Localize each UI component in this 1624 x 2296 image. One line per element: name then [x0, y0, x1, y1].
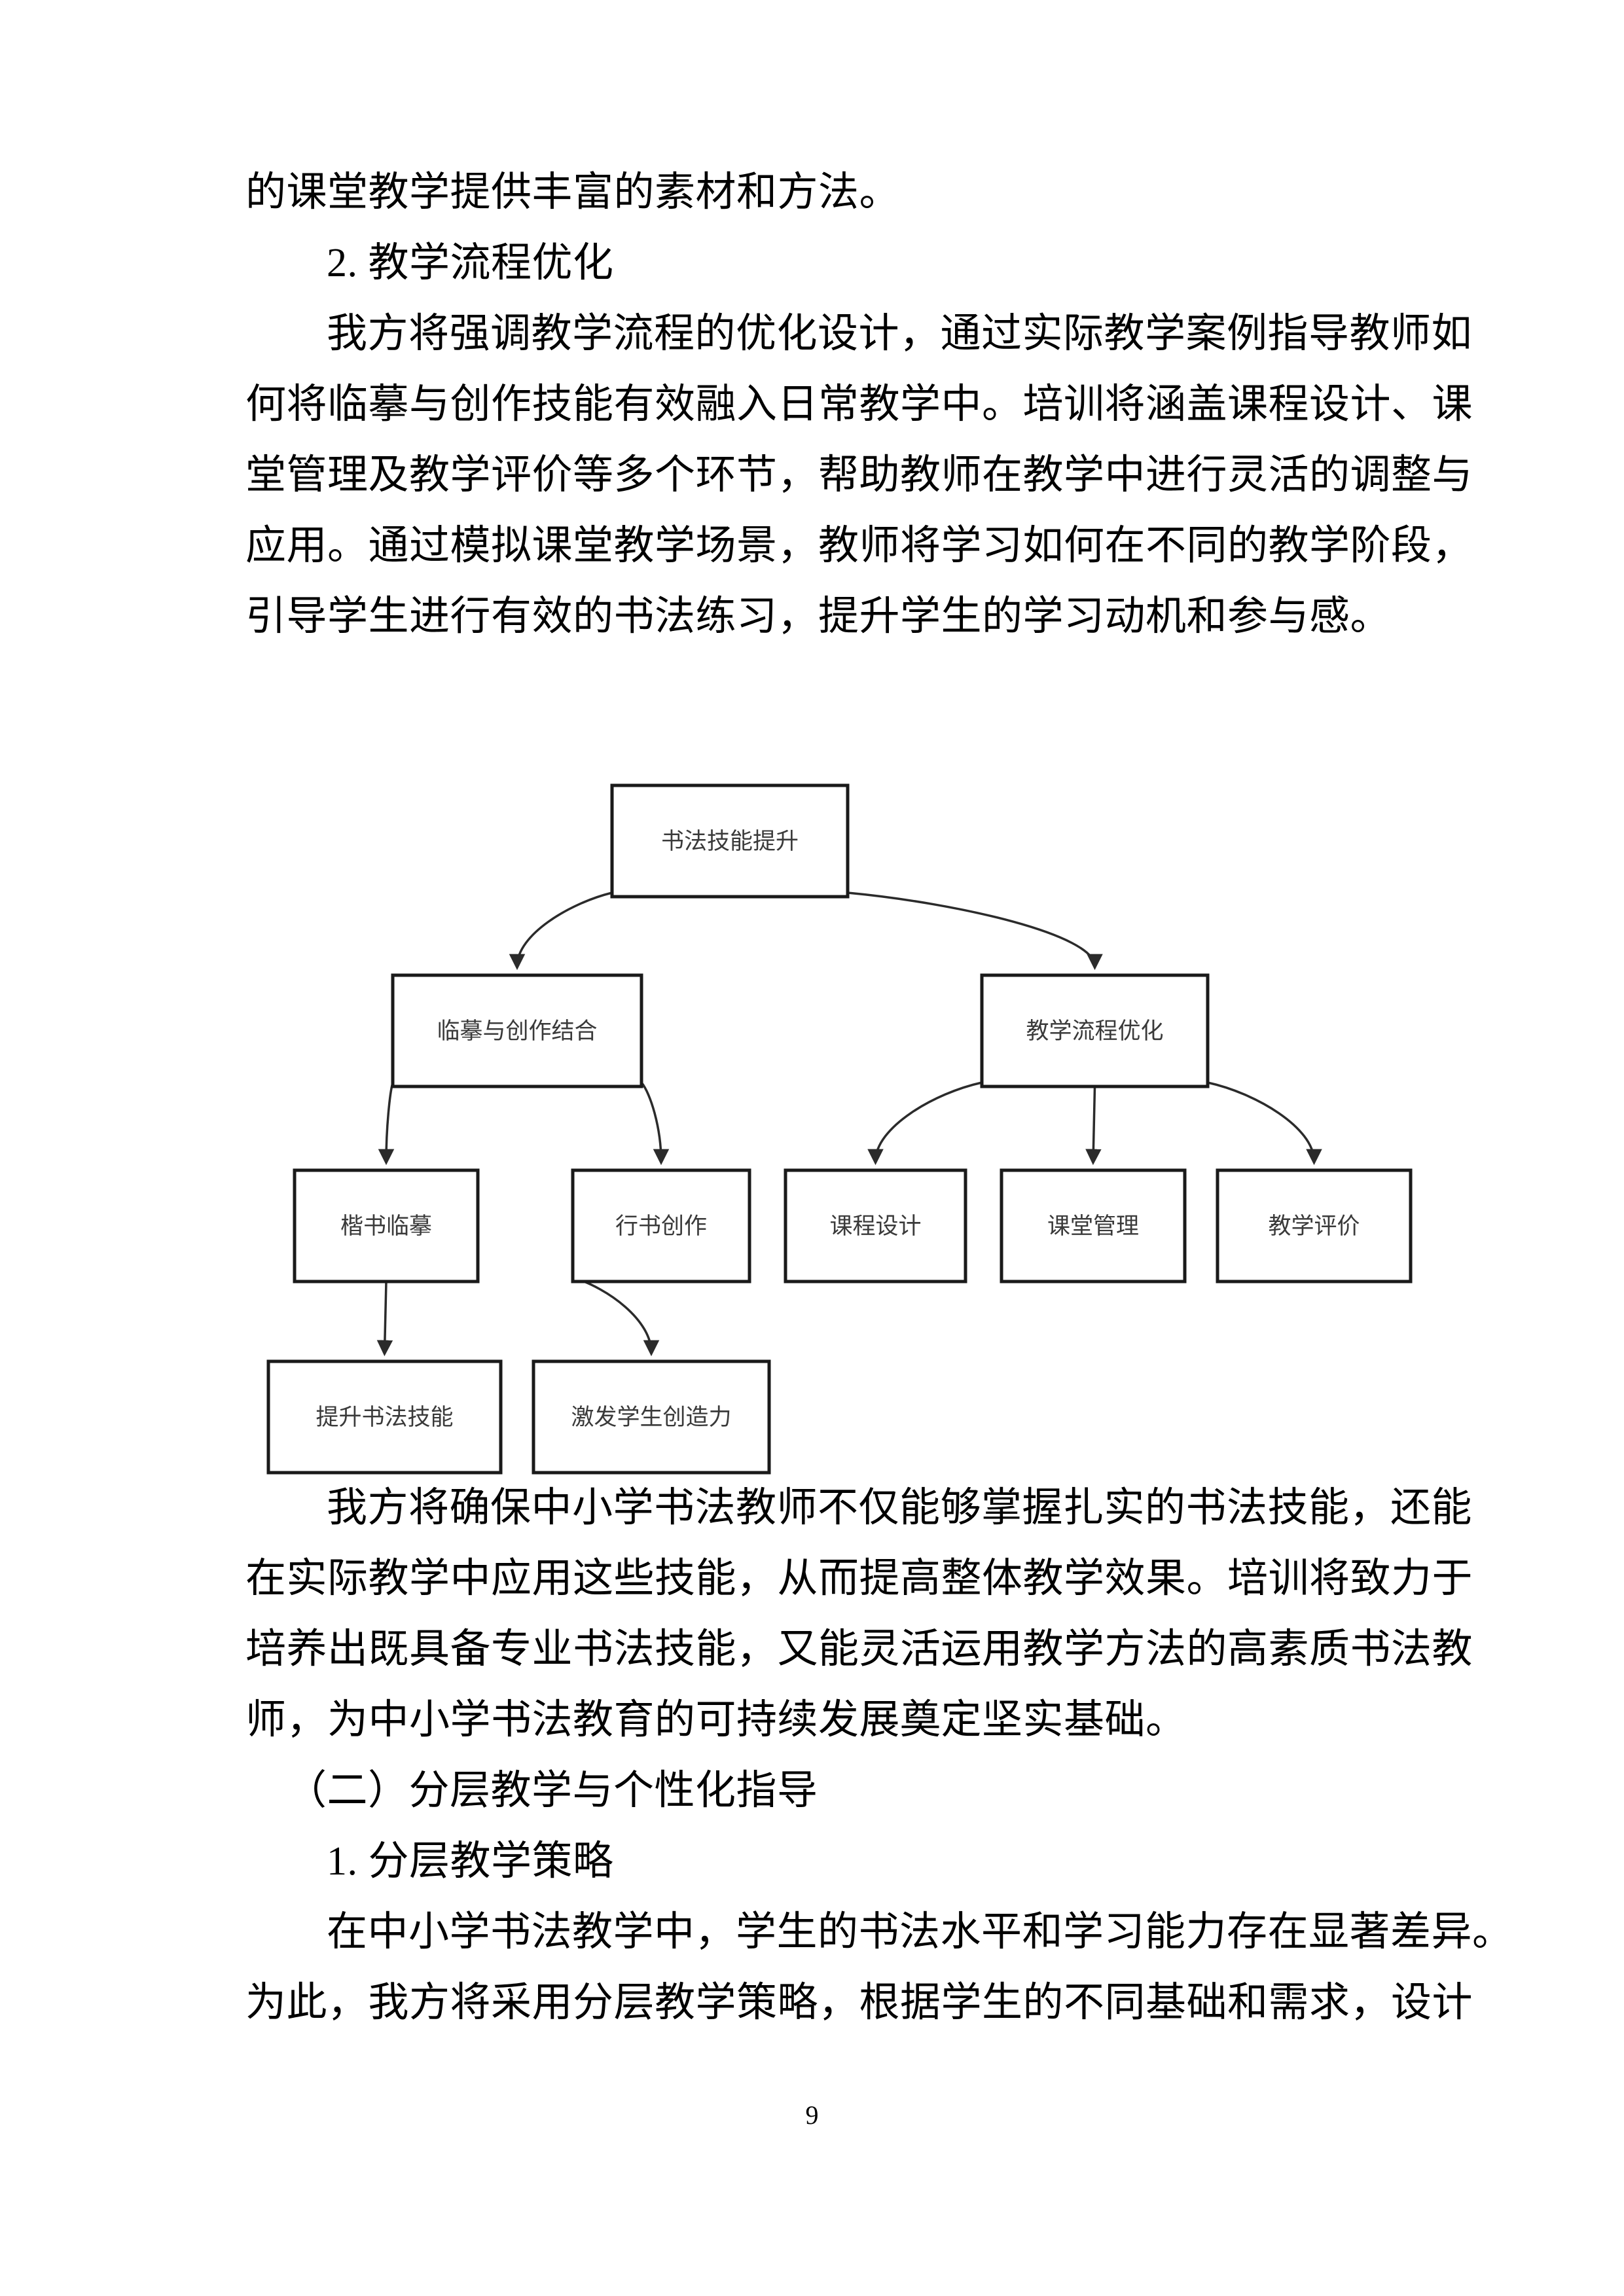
paragraph-line: 在中小学书法教学中，学生的书法水平和学习能力存在显著差异。: [327, 1910, 1513, 1954]
paragraph-line: 何将临摹与创作技能有效融入日常教学中。培训将涵盖课程设计、课: [245, 382, 1473, 427]
diagram-node-box: [293, 1168, 480, 1283]
diagram-node-label: 提升书法技能: [316, 1405, 453, 1431]
diagram-edge: [376, 1281, 393, 1357]
text-block-bottom: 我方将确保中小学书法教师不仅能够掌握扎实的书法技能，还能在实际教学中应用这些技能…: [245, 1473, 1513, 2038]
diagram-node-label: 临摹与创作结合: [437, 1018, 597, 1045]
diagram-node: 楷书临摹: [293, 1168, 480, 1283]
diagram-node-label: 激发学生创造力: [571, 1405, 731, 1431]
paragraph-line: 的课堂教学提供丰富的素材和方法。: [245, 170, 901, 215]
diagram-node-box: [532, 1359, 771, 1475]
diagram-node-label: 课程设计: [829, 1213, 921, 1240]
diagram-node-label: 楷书临摹: [340, 1213, 432, 1240]
diagram-node-label: 教学流程优化: [1026, 1018, 1163, 1045]
diagram-edge: [572, 1276, 660, 1357]
diagram-node-box: [391, 973, 643, 1088]
paragraph-line: 堂管理及教学评价等多个环节，帮助教师在教学中进行灵活的调整与: [245, 453, 1473, 497]
diagram-edge: [509, 891, 613, 971]
tree-diagram: 书法技能提升临摹与创作结合 教学流程优化楷书临摹 行书创作 课程设计 课堂管理 教学评价提…: [245, 779, 1424, 1475]
diagram-node-box: [1000, 1168, 1187, 1283]
diagram-node-box: [266, 1359, 503, 1475]
diagram-node-box: [1216, 1168, 1413, 1283]
diagram-node: 书法技能提升: [610, 783, 850, 899]
diagram-node-label: 教学评价: [1268, 1213, 1360, 1240]
diagram-node-label: 行书创作: [615, 1213, 707, 1240]
diagram-node: 课堂管理: [1000, 1168, 1187, 1283]
diagram-edge: [1085, 1086, 1102, 1166]
diagram-edge: [867, 1081, 983, 1166]
paragraph-line: 师，为中小学书法教育的可持续发展奠定坚实基础。: [245, 1698, 1187, 1742]
diagram-node-box: [571, 1168, 751, 1283]
diagram-node-box: [610, 783, 850, 899]
paragraph-line: 1. 分层教学策略: [327, 1839, 614, 1884]
diagram-edge: [847, 891, 1103, 971]
diagram-node: 教学评价: [1216, 1168, 1413, 1283]
text-block-top: 的课堂教学提供丰富的素材和方法。 2. 教学流程优化我方将强调教学流程的优化设计，…: [245, 157, 1473, 652]
paragraph-line: 培养出既具备专业书法技能，又能灵活运用教学方法的高素质书法教: [245, 1627, 1473, 1672]
paragraph-line: 应用。通过模拟课堂教学场景，教师将学习如何在不同的教学阶段，: [245, 524, 1473, 568]
diagram-node-box: [784, 1168, 967, 1283]
paragraph-line: （二）分层教学与个性化指导: [286, 1768, 818, 1813]
paragraph-line: 引导学生进行有效的书法练习，提升学生的学习动机和参与感。: [245, 594, 1392, 639]
diagram-node: 行书创作: [571, 1168, 751, 1283]
diagram-node-label: 书法技能提升: [661, 829, 799, 855]
diagram-node: 激发学生创造力: [532, 1359, 771, 1475]
diagram-node: 教学流程优化: [980, 973, 1210, 1088]
diagram-node: 课程设计: [784, 1168, 967, 1283]
page-number: 9: [805, 2100, 819, 2130]
paragraph-line: 我方将强调教学流程的优化设计，通过实际教学案例指导教师如: [327, 312, 1473, 356]
paragraph-line: 我方将确保中小学书法教师不仅能够掌握扎实的书法技能，还能: [327, 1486, 1473, 1530]
diagram-edge: [640, 1081, 670, 1166]
diagram-node-box: [980, 973, 1210, 1088]
diagram-node: 临摹与创作结合: [391, 973, 643, 1088]
paragraph-line: 2. 教学流程优化: [327, 241, 614, 285]
diagram-edge: [1207, 1081, 1322, 1166]
diagram-edges: [376, 891, 1322, 1357]
diagram-node-label: 课堂管理: [1047, 1213, 1139, 1240]
paragraph-line: 在实际教学中应用这些技能，从而提高整体教学效果。培训将致力于: [245, 1556, 1473, 1601]
diagram-node: 提升书法技能: [266, 1359, 503, 1475]
paragraph-line: 为此，我方将采用分层教学策略，根据学生的不同基础和需求，设计: [245, 1981, 1473, 2025]
diagram-edge: [378, 1082, 395, 1166]
